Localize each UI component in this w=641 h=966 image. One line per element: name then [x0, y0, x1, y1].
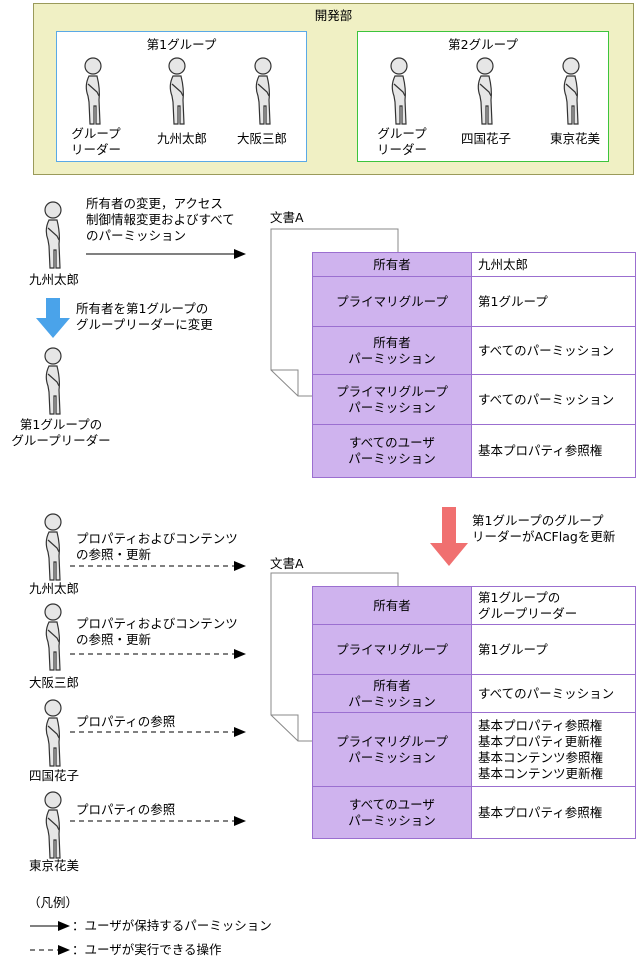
person-icon [40, 698, 66, 768]
blue-down-arrow [36, 298, 70, 338]
step2-user-name: 大阪三郎 [28, 675, 79, 690]
dashed-arrow-head [234, 727, 246, 737]
document-a-table-before: 所有者九州太郎 プライマリグループ第1グループ 所有者 パーミッションすべてのパ… [312, 252, 636, 478]
row-key: プライマリグループ パーミッション [312, 374, 472, 425]
group2-member-tokyo: 東京花美 [549, 131, 600, 146]
step2-update-note: 第1グループのグループ リーダーがACFlagを更新 [472, 513, 616, 544]
row-key: プライマリグループ [312, 624, 472, 675]
group2-member-leader: グループ リーダー [376, 126, 427, 157]
step1-change-note: 所有者を第1グループの グループリーダーに変更 [76, 301, 213, 332]
step2-user-name: 九州太郎 [28, 581, 79, 596]
row-key: プライマリグループ パーミッション [312, 712, 472, 787]
legend-dashed-text: ：ユーザが実行できる操作 [72, 942, 222, 957]
department-title: 開発部 [314, 8, 353, 23]
document-a-table-after: 所有者第1グループの グループリーダー プライマリグループ第1グループ 所有者 … [312, 586, 636, 839]
step2-user-name: 四国花子 [28, 768, 79, 783]
row-key: 所有者 パーミッション [312, 326, 472, 375]
row-value: すべてのパーミッション [471, 326, 636, 375]
group1-member-kyushu: 九州太郎 [156, 131, 207, 146]
row-value: 第1グループ [471, 276, 636, 327]
legend-dashed-head [58, 945, 70, 955]
dashed-arrow-head [234, 816, 246, 826]
row-value: 基本プロパティ参照権 [471, 424, 636, 478]
doc-label: 文書A [270, 556, 304, 571]
step2-user-op: プロパティの参照 [76, 714, 176, 729]
step2-user-op: プロパティおよびコンテンツ の参照・更新 [76, 531, 238, 562]
red-down-arrow [430, 507, 468, 566]
step2-user-op: プロパティおよびコンテンツ の参照・更新 [76, 616, 238, 647]
row-value: 九州太郎 [471, 252, 636, 277]
person-icon [40, 602, 66, 672]
row-value: 基本プロパティ参照権 基本プロパティ更新権 基本コンテンツ参照権 基本コンテンツ… [471, 712, 636, 787]
step1-action-text: 所有者の変更，アクセス 制御情報変更およびすべて のパーミッション [86, 196, 235, 243]
person-icon [40, 790, 66, 860]
row-key: 所有者 [312, 586, 472, 625]
step1-actor: 九州太郎 [28, 272, 79, 287]
solid-arrow-head [234, 249, 246, 259]
doc-label: 文書A [270, 210, 304, 225]
legend-solid-head [58, 921, 70, 931]
row-value: すべてのパーミッション [471, 374, 636, 425]
row-key: すべてのユーザ パーミッション [312, 786, 472, 839]
row-value: 第1グループの グループリーダー [471, 586, 636, 625]
row-value: 基本プロパティ参照権 [471, 786, 636, 839]
row-key: すべてのユーザ パーミッション [312, 424, 472, 478]
person-icon [40, 346, 66, 416]
group1-member-osaka: 大阪三郎 [236, 131, 287, 146]
row-value: 第1グループ [471, 624, 636, 675]
row-value: すべてのパーミッション [471, 674, 636, 713]
legend-title: （凡例） [28, 895, 79, 910]
row-key: 所有者 [312, 252, 472, 277]
group2-member-shikoku: 四国花子 [460, 131, 511, 146]
dashed-arrow-head [234, 649, 246, 659]
row-key: プライマリグループ [312, 276, 472, 327]
group1-title: 第1グループ [146, 37, 217, 52]
step1-new-actor: 第1グループの グループリーダー [11, 417, 111, 448]
step2-user-op: プロパティの参照 [76, 802, 176, 817]
row-key: 所有者 パーミッション [312, 674, 472, 713]
dashed-arrow-head [234, 561, 246, 571]
legend-solid-text: ：ユーザが保持するパーミッション [72, 918, 272, 933]
group1-member-leader: グループ リーダー [70, 126, 121, 157]
person-icon [40, 512, 66, 582]
group2-title: 第2グループ [448, 37, 518, 52]
step2-user-name: 東京花美 [28, 858, 79, 873]
